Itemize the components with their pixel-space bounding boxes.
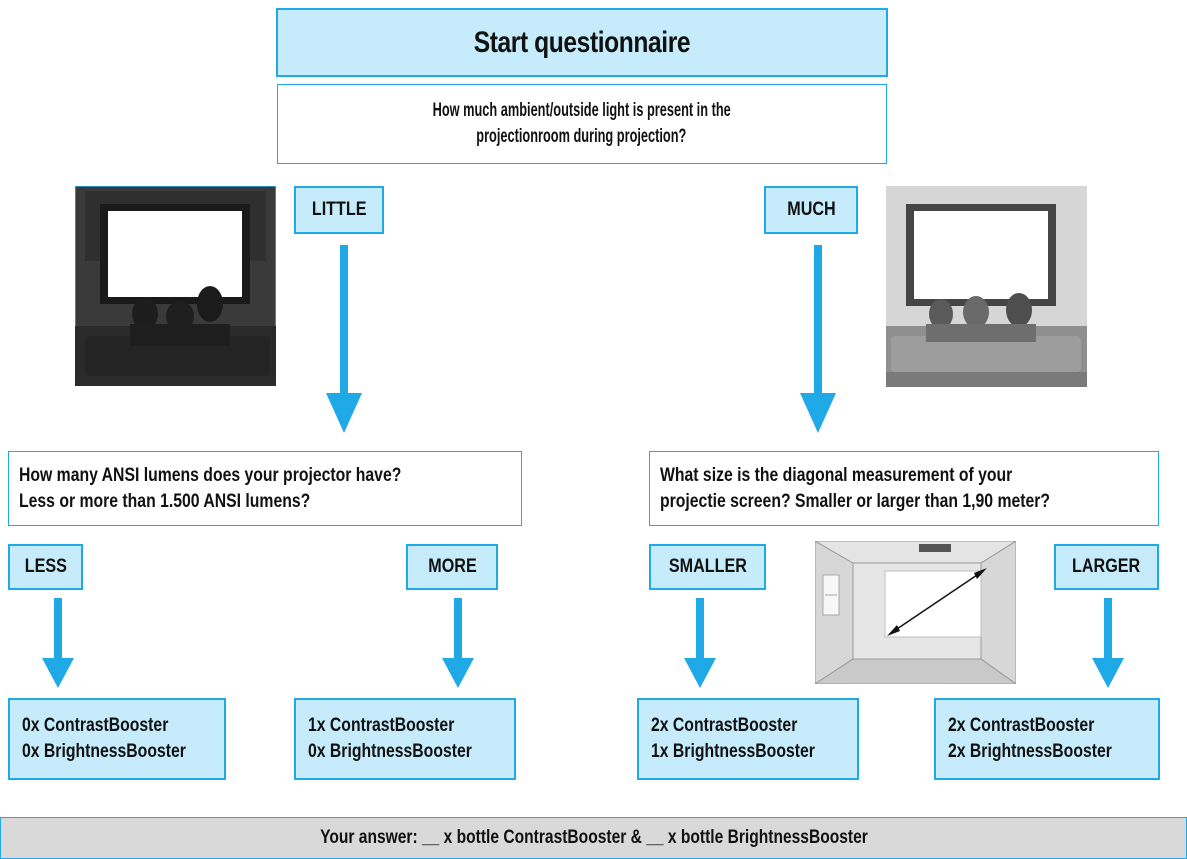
result-more-brightness: 0x BrightnessBooster <box>308 741 472 762</box>
option-much-label: MUCH <box>786 199 836 220</box>
result-more: 1x ContrastBooster 0x BrightnessBooster <box>294 698 516 780</box>
title-text: Start questionnaire <box>473 25 691 59</box>
q2-line2: Less or more than 1.500 ANSI lumens? <box>19 490 311 512</box>
q2-line1: How many ANSI lumens does your projector… <box>19 464 402 486</box>
option-larger[interactable]: LARGER <box>1054 544 1159 590</box>
result-less-brightness: 0x BrightnessBooster <box>22 741 186 762</box>
arrow-larger-down <box>1092 598 1124 688</box>
result-smaller-text: 2x ContrastBooster 1x BrightnessBooster <box>651 713 848 765</box>
option-more[interactable]: MORE <box>406 544 498 590</box>
question-ambient-light: How much ambient/outside light is presen… <box>277 84 887 164</box>
result-less-contrast: 0x ContrastBooster <box>22 715 169 736</box>
arrow-less-down <box>42 598 74 688</box>
option-larger-label: LARGER <box>1072 556 1141 577</box>
your-answer-bar: Your answer: __ x bottle ContrastBooster… <box>0 817 1187 859</box>
result-more-text: 1x ContrastBooster 0x BrightnessBooster <box>308 713 505 765</box>
screen-diagonal-diagram <box>815 541 1016 684</box>
option-more-label: MORE <box>427 556 477 577</box>
question-ansi-lumens: How many ANSI lumens does your projector… <box>8 451 522 526</box>
option-much[interactable]: MUCH <box>764 186 858 234</box>
result-smaller-contrast: 2x ContrastBooster <box>651 715 798 736</box>
result-less: 0x ContrastBooster 0x BrightnessBooster <box>8 698 226 780</box>
start-questionnaire-title: Start questionnaire <box>276 8 888 77</box>
q3-line1: What size is the diagonal measurement of… <box>660 464 1013 486</box>
result-larger-contrast: 2x ContrastBooster <box>948 715 1095 736</box>
your-answer-text: Your answer: __ x bottle ContrastBooster… <box>319 827 868 848</box>
option-less[interactable]: LESS <box>8 544 83 590</box>
bright-room-photo <box>886 186 1087 387</box>
q3-line2: projectie screen? Smaller or larger than… <box>660 490 1051 512</box>
result-more-contrast: 1x ContrastBooster <box>308 715 455 736</box>
option-little-label: LITTLE <box>311 199 367 220</box>
dark-room-photo <box>75 186 276 386</box>
result-smaller-brightness: 1x BrightnessBooster <box>651 741 815 762</box>
result-smaller: 2x ContrastBooster 1x BrightnessBooster <box>637 698 859 780</box>
arrow-little-down <box>326 245 362 433</box>
option-less-label: LESS <box>24 556 67 577</box>
result-less-text: 0x ContrastBooster 0x BrightnessBooster <box>22 713 219 765</box>
arrow-smaller-down <box>684 598 716 688</box>
question-ansi-lumens-text: How many ANSI lumens does your projector… <box>19 463 480 515</box>
result-larger-brightness: 2x BrightnessBooster <box>948 741 1112 762</box>
result-larger: 2x ContrastBooster 2x BrightnessBooster <box>934 698 1160 780</box>
question-ambient-light-text: How much ambient/outside light is presen… <box>400 98 764 150</box>
arrow-much-down <box>800 245 836 433</box>
arrow-more-down <box>442 598 474 688</box>
question-screen-size-text: What size is the diagonal measurement of… <box>660 463 1130 515</box>
q1-line1: How much ambient/outside light is presen… <box>432 100 732 121</box>
option-smaller-label: SMALLER <box>668 556 747 577</box>
result-larger-text: 2x ContrastBooster 2x BrightnessBooster <box>948 713 1145 765</box>
option-little[interactable]: LITTLE <box>294 186 384 234</box>
question-screen-size: What size is the diagonal measurement of… <box>649 451 1159 526</box>
option-smaller[interactable]: SMALLER <box>649 544 766 590</box>
q1-line2: projectionroom during projection? <box>476 126 688 147</box>
